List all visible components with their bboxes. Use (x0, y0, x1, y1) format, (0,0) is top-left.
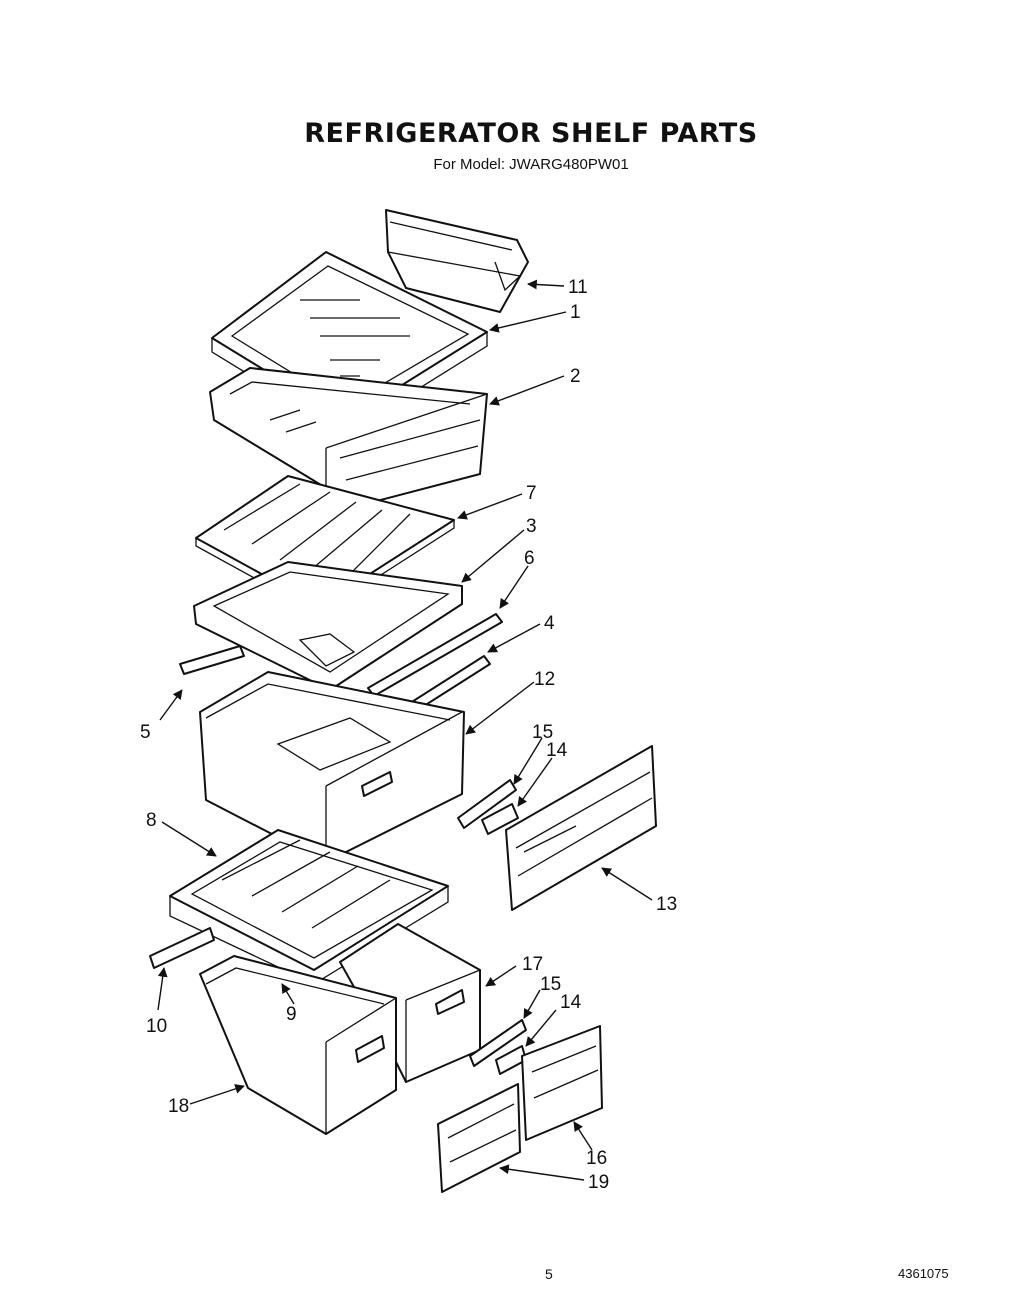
callout-8: 8 (146, 810, 157, 831)
part-15-lower-slide (469, 1019, 527, 1067)
model-subtitle: For Model: JWARG480PW01 (433, 156, 629, 173)
callout-7: 7 (526, 483, 537, 504)
part-12-crisper-drawer (199, 671, 465, 863)
part-15-upper-slide (457, 779, 517, 829)
part-3-shelf-frame (193, 561, 463, 691)
callout-5: 5 (140, 722, 151, 743)
part-11-door-bin (385, 209, 529, 313)
document-number: 4361075 (898, 1266, 949, 1281)
part-2-crisper-pan (209, 367, 488, 509)
part-13-drawer-front (505, 745, 657, 911)
callout-3: 3 (526, 516, 537, 537)
part-18-left-bin (199, 955, 397, 1135)
callout-2: 2 (570, 366, 581, 387)
callout-4: 4 (544, 613, 555, 634)
callout-1: 1 (570, 302, 581, 323)
callout-13: 13 (656, 894, 677, 915)
callout-6: 6 (524, 548, 535, 569)
page-title: REFRIGERATOR SHELF PARTS (304, 118, 758, 149)
callout-11: 11 (568, 277, 588, 298)
callout-16: 16 (586, 1148, 607, 1169)
page-number: 5 (545, 1266, 553, 1282)
callout-10: 10 (146, 1016, 167, 1037)
callout-14-upper: 14 (546, 740, 568, 761)
callout-17: 17 (522, 954, 543, 975)
part-19-small-front (437, 1083, 521, 1193)
callout-18: 18 (168, 1096, 189, 1117)
part-16-small-front (521, 1025, 603, 1141)
callout-14-lower: 14 (560, 992, 582, 1013)
callout-19: 19 (588, 1172, 609, 1193)
part-10-left-rail (149, 927, 215, 969)
leader-lines (157, 279, 653, 1181)
callout-12: 12 (534, 669, 555, 690)
callout-9: 9 (286, 1004, 297, 1025)
callout-15-upper: 15 (532, 722, 553, 743)
part-14-upper-clip (481, 803, 519, 835)
part-5-left-rail (179, 645, 245, 675)
callout-15-lower: 15 (540, 974, 561, 995)
